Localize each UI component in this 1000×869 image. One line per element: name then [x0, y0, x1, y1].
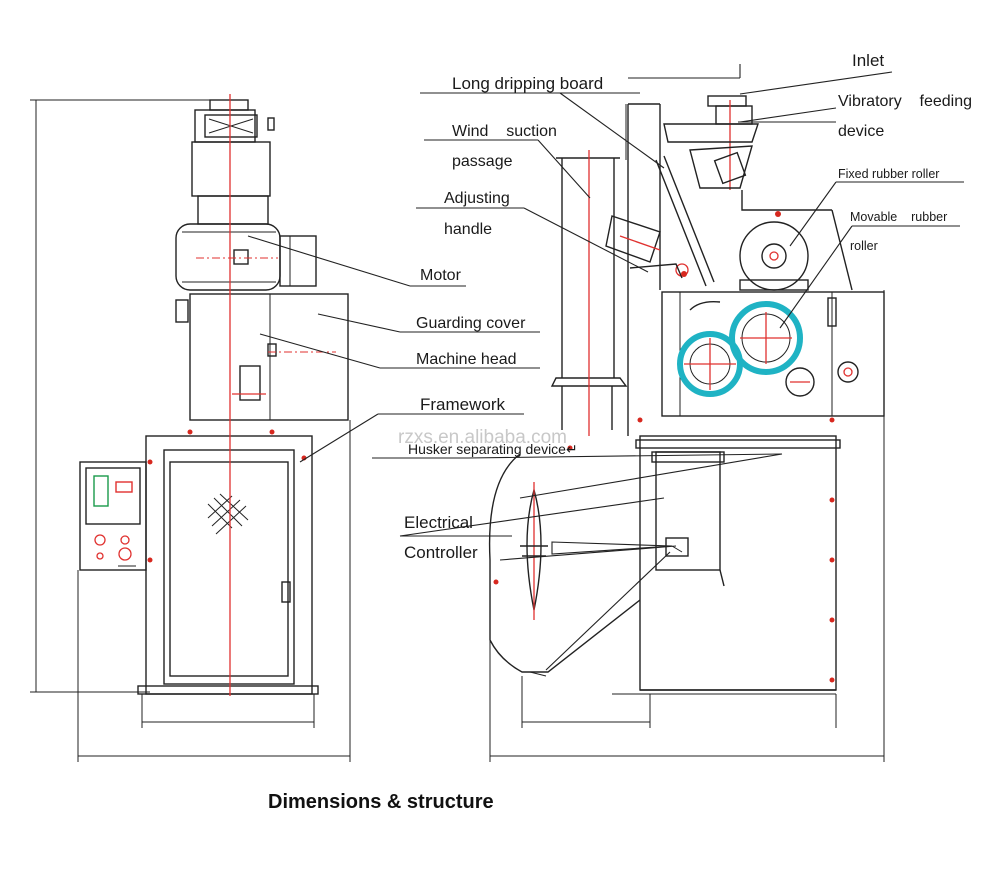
label-machine-head: Machine head	[416, 351, 517, 368]
label-inlet: Inlet	[852, 51, 884, 70]
label-vibratory-feeding-1: Vibratory feeding	[838, 93, 972, 110]
label-framework: Framework	[420, 395, 506, 414]
label-wind-suction-1: Wind suction	[452, 123, 557, 140]
label-fixed-rubber-roller: Fixed rubber roller	[838, 167, 939, 181]
label-adjusting-handle-1: Adjusting	[444, 190, 510, 207]
label-guarding-cover: Guarding cover	[416, 315, 526, 332]
label-vibratory-feeding-2: device	[838, 123, 884, 140]
front-view	[30, 94, 351, 762]
label-adjusting-handle-2: handle	[444, 221, 492, 238]
label-husker-separating-device: Husker separating device↵	[408, 441, 578, 457]
label-electrical-1: Electrical	[404, 513, 473, 532]
label-wind-suction-2: passage	[452, 153, 513, 170]
label-movable-rubber-1: Movable rubber	[850, 210, 947, 224]
leader-lines	[247, 64, 964, 671]
watermark: rzxs.en.alibaba.com	[398, 427, 567, 448]
side-view	[488, 95, 885, 762]
label-long-dripping-board: Long dripping board	[452, 74, 603, 93]
label-movable-rubber-2: roller	[850, 239, 878, 253]
diagram-title: Dimensions & structure	[268, 791, 494, 813]
label-electrical-2: Controller	[404, 543, 478, 562]
label-motor: Motor	[420, 267, 462, 284]
